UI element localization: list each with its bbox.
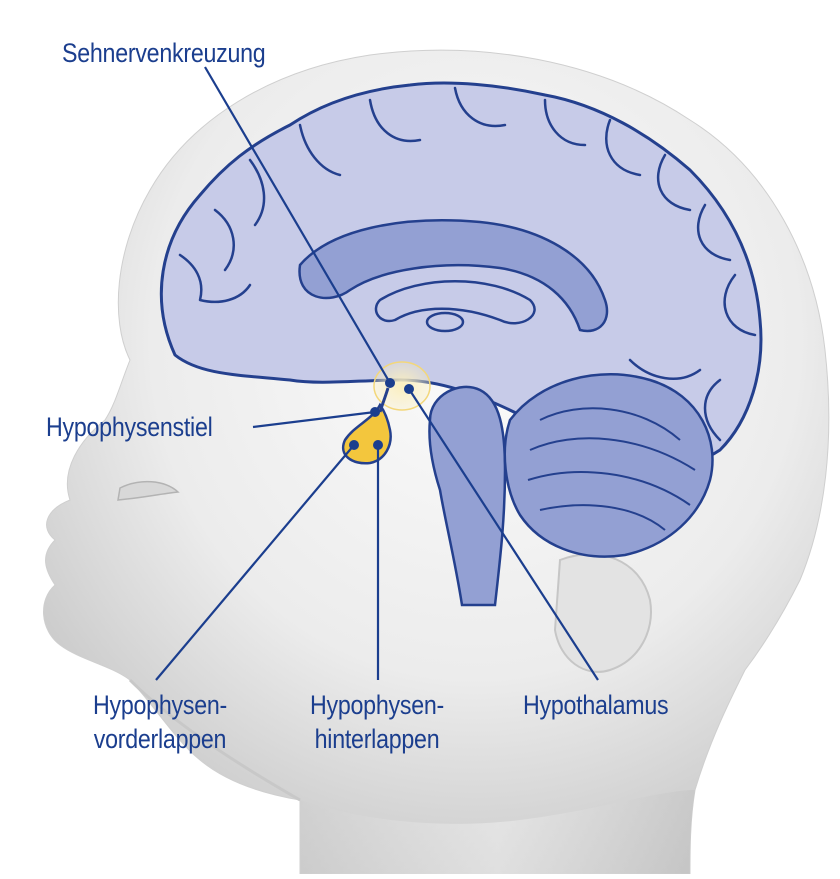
dot-pituitary-stalk — [370, 407, 380, 417]
leader-anterior-lobe — [155, 444, 355, 681]
dot-hypothalamus — [404, 384, 414, 394]
brain-cross-section — [159, 81, 763, 607]
leader-optic-chiasm — [204, 66, 391, 384]
leader-hypothalamus — [408, 388, 599, 681]
dot-optic-chiasm — [385, 378, 395, 388]
dot-posterior-lobe — [373, 440, 383, 450]
label-optic-chiasm: Sehnervenkreuzung — [62, 38, 266, 68]
label-anterior-lobe: Hypophysen- vorderlappen — [93, 690, 227, 754]
dot-anterior-lobe — [349, 440, 359, 450]
leader-lines — [155, 66, 599, 681]
leader-pituitary-stalk — [252, 410, 376, 429]
label-posterior-lobe: Hypophysen- hinterlappen — [310, 690, 444, 754]
label-hypothalamus: Hypothalamus — [523, 690, 669, 720]
label-pituitary-stalk: Hypophysenstiel — [46, 412, 213, 442]
pointer-dots — [349, 378, 414, 450]
